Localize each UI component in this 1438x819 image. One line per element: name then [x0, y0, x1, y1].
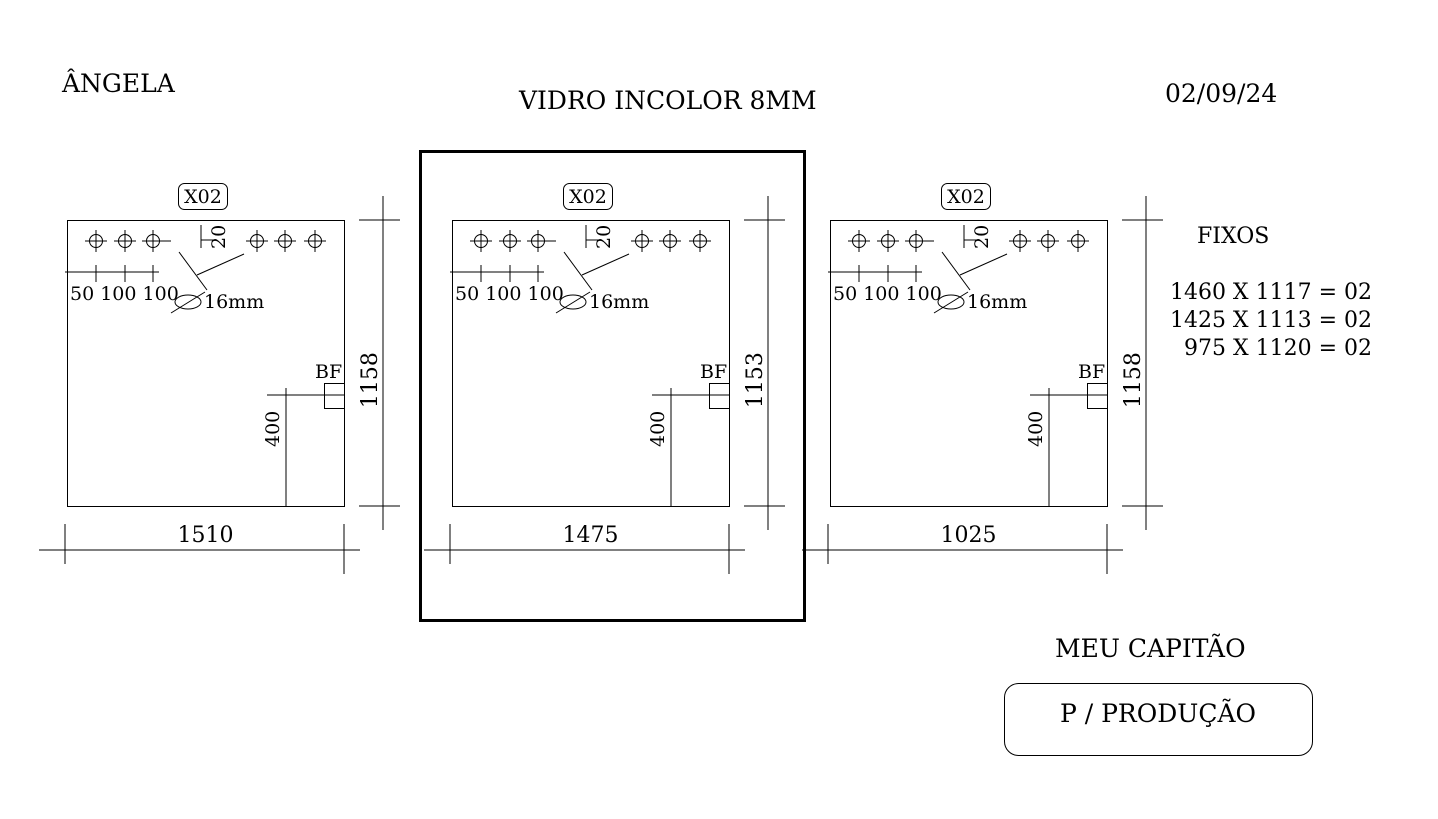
hole-spacing-label: 50 100 100 [455, 283, 564, 305]
lock-box [324, 383, 345, 409]
glass-outline [830, 220, 1108, 507]
seller-name: MEU CAPITÃO [1055, 634, 1246, 663]
tag-box [941, 183, 991, 210]
leader-line [563, 251, 593, 291]
lock-label: BF [700, 361, 727, 383]
lock-label: BF [1078, 361, 1105, 383]
hole-spacing-label: 50 100 100 [833, 283, 942, 305]
lock-box [1087, 383, 1108, 409]
diameter-symbol [937, 294, 965, 310]
diameter-symbol [174, 294, 202, 310]
lock-label: BF [315, 361, 342, 383]
hole-offset-label: 20 [971, 225, 993, 249]
height-label: 1158 [358, 352, 383, 408]
width-label: 1025 [941, 523, 997, 548]
panel-tag: X02 [569, 186, 607, 208]
hole-diameter-label: 16mm [589, 291, 649, 313]
fixos-item: 1425 X 1113 = 02 [1170, 308, 1372, 333]
glass-outline [67, 220, 345, 507]
tag-box [563, 183, 613, 210]
lock-height-label: 400 [1025, 411, 1047, 447]
width-label: 1475 [563, 523, 619, 548]
diameter-slash [170, 291, 206, 314]
lock-height-label: 400 [262, 411, 284, 447]
leader-line [178, 251, 208, 291]
leader-line [196, 253, 245, 276]
hole-diameter-label: 16mm [204, 291, 264, 313]
drawing-date: 02/09/24 [1165, 79, 1277, 108]
height-label: 1158 [1121, 352, 1146, 408]
production-status-box [1004, 683, 1313, 756]
glass-outline [452, 220, 730, 507]
lock-box [709, 383, 730, 409]
leader-line [581, 253, 630, 276]
client-name: ÂNGELA [61, 69, 176, 98]
width-label: 1510 [178, 523, 234, 548]
panel-tag: X02 [184, 186, 222, 208]
hole-diameter-label: 16mm [967, 291, 1027, 313]
diameter-slash [555, 291, 591, 314]
fixos-item: 975 X 1120 = 02 [1184, 336, 1372, 361]
hole-offset-label: 20 [593, 225, 615, 249]
diameter-slash [933, 291, 969, 314]
lock-height-label: 400 [647, 411, 669, 447]
fixos-title: FIXOS [1197, 224, 1269, 249]
leader-line [941, 251, 971, 291]
hole-spacing-label: 50 100 100 [70, 283, 179, 305]
production-status-label: P / PRODUÇÃO [1060, 699, 1256, 728]
panel-tag: X02 [947, 186, 985, 208]
material-title: VIDRO INCOLOR 8MM [518, 86, 817, 115]
fixos-item: 1460 X 1117 = 02 [1170, 280, 1372, 305]
height-label: 1153 [743, 352, 768, 408]
hole-offset-label: 20 [208, 225, 230, 249]
leader-line [959, 253, 1008, 276]
highlight-frame [419, 150, 806, 622]
tag-box [178, 183, 228, 210]
diameter-symbol [559, 294, 587, 310]
